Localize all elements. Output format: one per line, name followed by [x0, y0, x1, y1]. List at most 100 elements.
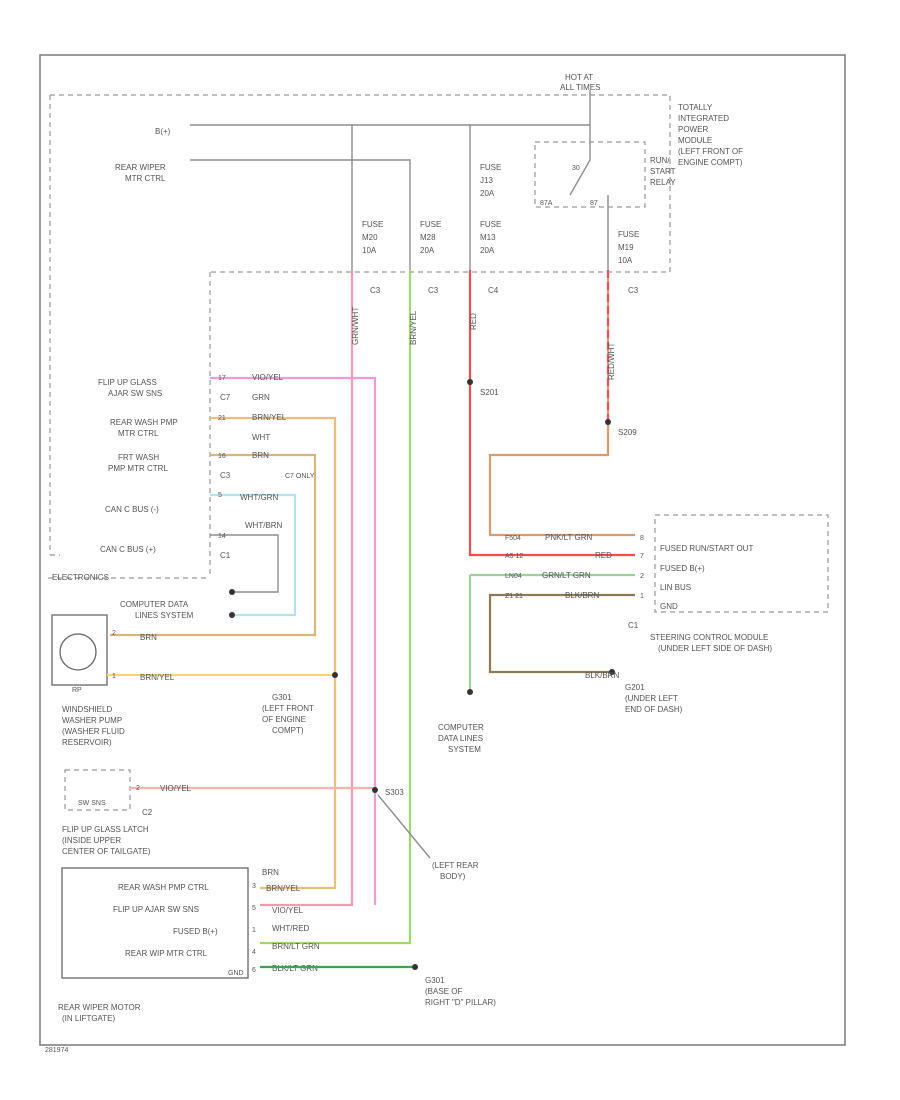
- svg-text:21: 21: [218, 415, 226, 422]
- tipm-name: TOTALLY: [678, 103, 713, 112]
- svg-text:BRN/YEL: BRN/YEL: [266, 884, 301, 893]
- svg-text:FUSE: FUSE: [362, 220, 383, 229]
- svg-text:(UNDER LEFT: (UNDER LEFT: [625, 694, 678, 703]
- svg-text:C3: C3: [370, 286, 381, 295]
- svg-text:REAR WASH PMP: REAR WASH PMP: [110, 418, 178, 427]
- svg-text:G301: G301: [272, 693, 292, 702]
- svg-text:WHT/BRN: WHT/BRN: [245, 521, 283, 530]
- all-times-label: ALL TIMES: [560, 83, 600, 92]
- svg-text:BRN/LT GRN: BRN/LT GRN: [272, 942, 320, 951]
- relay-label: RUN/: [650, 156, 670, 165]
- svg-text:J13: J13: [480, 176, 493, 185]
- svg-text:WHT: WHT: [252, 433, 270, 442]
- svg-text:BLK/BRN: BLK/BRN: [585, 671, 619, 680]
- svg-text:(UNDER LEFT SIDE OF DASH): (UNDER LEFT SIDE OF DASH): [658, 644, 772, 653]
- svg-text:CAN C BUS (+): CAN C BUS (+): [100, 545, 156, 554]
- splice-s303: [372, 787, 378, 793]
- comp-data-label-2: COMPUTER: [438, 723, 484, 732]
- wire-pnk-lt-grn: [488, 270, 635, 537]
- flip-latch-label: FLIP UP GLASS LATCH: [62, 825, 149, 834]
- ground-g301b: [412, 964, 418, 970]
- b-plus-label: B(+): [155, 127, 171, 136]
- svg-text:MTR CTRL: MTR CTRL: [118, 429, 159, 438]
- svg-text:GRN: GRN: [252, 393, 270, 402]
- svg-text:BRN: BRN: [140, 633, 157, 642]
- washer-pump-label: WINDSHIELD: [62, 705, 112, 714]
- hot-at-label: HOT AT: [565, 73, 593, 82]
- svg-text:M28: M28: [420, 233, 436, 242]
- svg-text:C7 ONLY: C7 ONLY: [285, 473, 315, 480]
- svg-text:C3: C3: [220, 471, 231, 480]
- svg-text:RP: RP: [72, 687, 82, 694]
- washer-pump-box: [51, 614, 108, 686]
- comp-data-label: COMPUTER DATA: [120, 600, 189, 609]
- svg-text:S209: S209: [618, 428, 637, 437]
- svg-text:WHT/RED: WHT/RED: [272, 924, 310, 933]
- svg-text:WASHER PUMP: WASHER PUMP: [62, 716, 122, 725]
- diagram-id: 281974: [45, 1047, 68, 1054]
- splice-s201: [467, 379, 473, 385]
- svg-text:2: 2: [112, 630, 116, 637]
- svg-text:S303: S303: [385, 788, 404, 797]
- svg-text:REAR WIP MTR CTRL: REAR WIP MTR CTRL: [125, 949, 208, 958]
- svg-text:ENGINE COMPT): ENGINE COMPT): [678, 158, 743, 167]
- fuse-j13: FUSE J13 20A: [480, 163, 501, 198]
- svg-text:87A: 87A: [540, 200, 553, 207]
- svg-text:(WASHER FLUID: (WASHER FLUID: [62, 727, 125, 736]
- svg-text:FLIP UP AJAR SW SNS: FLIP UP AJAR SW SNS: [113, 905, 199, 914]
- svg-text:20A: 20A: [480, 189, 495, 198]
- svg-text:RESERVOIR): RESERVOIR): [62, 738, 112, 747]
- svg-text:OF ENGINE: OF ENGINE: [262, 715, 306, 724]
- svg-text:BRN/YEL: BRN/YEL: [140, 673, 175, 682]
- tipm-box: [50, 94, 671, 273]
- svg-text:VIO/YEL: VIO/YEL: [272, 906, 304, 915]
- svg-text:GND: GND: [660, 602, 678, 611]
- wire-brn: [110, 453, 317, 637]
- rear-wiper-motor-label: REAR WIPER MOTOR: [58, 1003, 141, 1012]
- svg-text:AJAR SW SNS: AJAR SW SNS: [108, 389, 162, 398]
- svg-text:SW SNS: SW SNS: [78, 800, 106, 807]
- svg-text:C3: C3: [628, 286, 639, 295]
- svg-text:Z1 21: Z1 21: [505, 593, 523, 600]
- svg-text:PNK/LT GRN: PNK/LT GRN: [545, 533, 592, 542]
- svg-text:FUSE: FUSE: [618, 230, 639, 239]
- fuse-m28: FUSE M28 20A C3: [420, 220, 441, 295]
- svg-text:BRN: BRN: [252, 451, 269, 460]
- svg-text:FUSED RUN/START OUT: FUSED RUN/START OUT: [660, 544, 753, 553]
- svg-text:(LEFT FRONT: (LEFT FRONT: [262, 704, 314, 713]
- flip-latch-box: [64, 769, 131, 811]
- svg-text:C3: C3: [428, 286, 439, 295]
- svg-text:RED: RED: [595, 551, 612, 560]
- svg-text:4: 4: [252, 949, 256, 956]
- fuse-m19: FUSE M19 10A C3: [618, 230, 639, 295]
- svg-text:INTEGRATED: INTEGRATED: [678, 114, 729, 123]
- svg-text:FUSE: FUSE: [480, 163, 501, 172]
- svg-text:RELAY: RELAY: [650, 178, 676, 187]
- outer-frame: [39, 54, 846, 1046]
- svg-text:FUSED B(+): FUSED B(+): [173, 927, 218, 936]
- svg-text:START: START: [650, 167, 676, 176]
- svg-text:1: 1: [252, 927, 256, 934]
- rear-wiper-ctrl-label: REAR WIPER: [115, 163, 166, 172]
- svg-text:(IN LIFTGATE): (IN LIFTGATE): [62, 1014, 116, 1023]
- svg-text:RIGHT "D" PILLAR): RIGHT "D" PILLAR): [425, 998, 496, 1007]
- svg-text:5: 5: [252, 905, 256, 912]
- svg-text:10A: 10A: [362, 246, 377, 255]
- svg-text:SYSTEM: SYSTEM: [448, 745, 481, 754]
- svg-text:C4: C4: [488, 286, 499, 295]
- svg-text:BRN/YEL: BRN/YEL: [409, 310, 418, 345]
- svg-text:G301: G301: [425, 976, 445, 985]
- scm-label: STEERING CONTROL MODULE: [650, 633, 768, 642]
- svg-text:30: 30: [572, 165, 580, 172]
- svg-text:REAR WASH PMP CTRL: REAR WASH PMP CTRL: [118, 883, 209, 892]
- svg-text:DATA LINES: DATA LINES: [438, 734, 483, 743]
- svg-text:CENTER OF TAILGATE): CENTER OF TAILGATE): [62, 847, 151, 856]
- svg-text:BLK/BRN: BLK/BRN: [565, 591, 599, 600]
- svg-text:RED/WHT: RED/WHT: [607, 343, 616, 380]
- svg-text:LN04: LN04: [505, 573, 522, 580]
- svg-text:FUSED B(+): FUSED B(+): [660, 564, 705, 573]
- svg-text:BRN: BRN: [262, 868, 279, 877]
- electronics-label: ELECTRONICS: [52, 573, 109, 582]
